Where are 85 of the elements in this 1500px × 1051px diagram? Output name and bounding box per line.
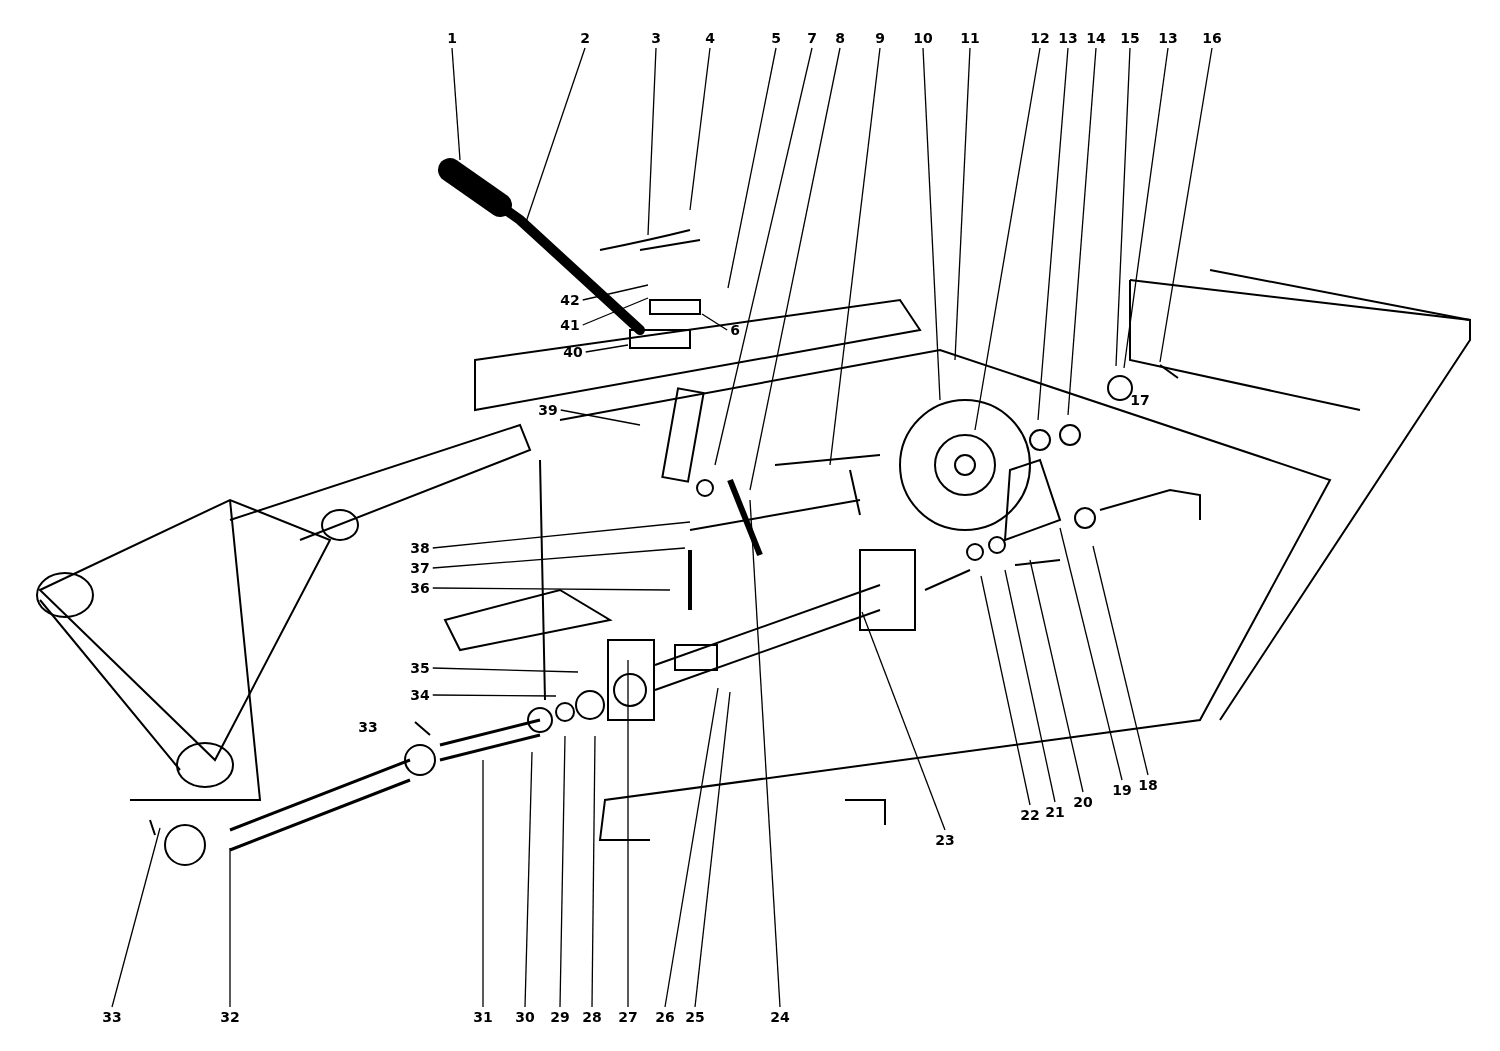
leader-line	[585, 344, 629, 353]
leader-line	[582, 284, 649, 301]
leader-line	[727, 47, 777, 289]
leader-line	[1115, 47, 1131, 367]
callout-number: 15	[1120, 30, 1140, 46]
leader-line	[922, 47, 941, 401]
leader-line	[524, 751, 533, 1008]
leader-line	[647, 47, 657, 236]
leader-line	[1059, 527, 1123, 781]
callout-number: 39	[538, 402, 558, 418]
callout-number: 17	[1130, 392, 1150, 408]
callout-number: 35	[410, 660, 430, 676]
callout-number: 33	[358, 719, 378, 735]
callout-number: 27	[618, 1009, 638, 1025]
callout-number: 21	[1045, 804, 1065, 820]
leader-line	[829, 47, 881, 466]
leader-line	[591, 735, 596, 1008]
callout-number: 41	[560, 317, 580, 333]
callout-number: 37	[410, 560, 430, 576]
leader-line	[559, 735, 566, 1008]
callout-number: 9	[875, 30, 885, 46]
callout-number: 5	[771, 30, 781, 46]
callout-number: 3	[651, 30, 661, 46]
callout-number: 38	[410, 540, 430, 556]
leader-line	[689, 47, 711, 211]
leader-line	[1123, 47, 1169, 369]
leader-line	[432, 547, 686, 569]
callout-number: 2	[580, 30, 590, 46]
leader-line	[1037, 47, 1069, 421]
callout-number: 34	[410, 687, 430, 703]
callout-number: 29	[550, 1009, 570, 1025]
callout-number: 31	[473, 1009, 493, 1025]
callout-number: 36	[410, 580, 430, 596]
callout-number: 16	[1202, 30, 1222, 46]
callout-number: 1	[447, 30, 457, 46]
callout-number: 32	[220, 1009, 240, 1025]
callout-number: 42	[560, 292, 580, 308]
leader-line	[432, 667, 579, 673]
callout-number: 20	[1073, 794, 1093, 810]
leader-line	[560, 409, 641, 426]
leader-line	[1159, 47, 1213, 363]
leader-line	[432, 521, 691, 549]
leader-line	[1029, 559, 1084, 793]
leader-line	[229, 847, 231, 1008]
leader-line	[980, 575, 1031, 806]
leader-line	[974, 47, 1041, 431]
callout-number: 26	[655, 1009, 675, 1025]
leader-line	[861, 611, 946, 831]
callout-number: 11	[960, 30, 980, 46]
callout-number: 28	[582, 1009, 602, 1025]
callout-number: 7	[807, 30, 817, 46]
leader-line	[749, 47, 841, 491]
callout-number: 13	[1058, 30, 1078, 46]
leader-line	[701, 313, 728, 331]
callout-number: 30	[515, 1009, 535, 1025]
callout-number: 6	[730, 322, 740, 338]
leader-line	[482, 759, 484, 1008]
leader-line	[451, 47, 461, 161]
callout-number: 18	[1138, 777, 1158, 793]
leader-line	[694, 691, 731, 1008]
leader-line	[432, 587, 671, 591]
leader-line	[664, 687, 719, 1008]
callout-number: 24	[770, 1009, 790, 1025]
callout-number: 14	[1086, 30, 1106, 46]
callout-number: 33	[102, 1009, 122, 1025]
leader-line	[1004, 569, 1056, 803]
leader-line	[432, 694, 557, 697]
callout-number: 22	[1020, 807, 1040, 823]
leader-line	[627, 659, 629, 1008]
callout-number: 23	[935, 832, 955, 848]
leader-line	[714, 47, 813, 466]
callout-number: 8	[835, 30, 845, 46]
callout-number: 40	[563, 344, 583, 360]
callout-number: 10	[913, 30, 933, 46]
callout-number: 12	[1030, 30, 1050, 46]
callout-number: 4	[705, 30, 715, 46]
leader-line	[954, 47, 971, 361]
leader-line	[582, 297, 649, 326]
leader-line	[111, 827, 161, 1008]
callout-number: 13	[1158, 30, 1178, 46]
leader-line	[1067, 47, 1097, 416]
leader-line	[749, 499, 781, 1008]
leader-line	[1092, 545, 1149, 776]
callout-number: 25	[685, 1009, 705, 1025]
callout-number: 19	[1112, 782, 1132, 798]
